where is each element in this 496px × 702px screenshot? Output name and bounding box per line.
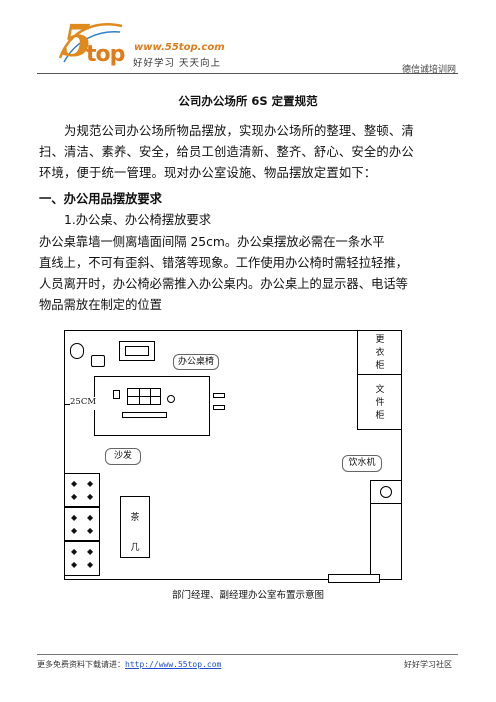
logo-url: www.55top.com [134, 42, 225, 53]
sofa-seat-1: ◆◆ ◆◆ [64, 473, 100, 507]
intro-paragraph: 为规范公司办公场所物品摆放，实现办公场所的整理、整顿、清 扫、清洁、素养、安全，… [39, 121, 451, 184]
file-cabinet-label: 文件柜 [375, 385, 385, 421]
right-wall-strip [370, 504, 371, 574]
desk-rules-paragraph: 办公桌靠墙一侧离墙面间隔 25cm。办公桌摆放必需在一条水平 直线上，不可有歪斜… [39, 232, 453, 316]
figure-caption: 部门经理、副经理办公室布置示意图 [171, 590, 324, 601]
desk-drawer [122, 412, 167, 418]
footer-link[interactable]: http://www.55top.com [125, 660, 222, 669]
keyboard [127, 388, 161, 405]
pen-holder [113, 390, 120, 399]
distance-label: 25CM [70, 397, 96, 410]
sofa-callout: 沙发 [105, 448, 141, 465]
telephone [91, 355, 105, 367]
desk-rules-line-1: 办公桌靠墙一侧离墙面间隔 25cm。办公桌摆放必需在一条水平 [39, 235, 385, 249]
mouse [167, 395, 175, 403]
water-dispenser-callout: 饮水机 [342, 455, 382, 472]
page-title: 公司办公场所 6S 定置规范 [178, 94, 318, 108]
desk-rules-line-2: 直线上，不可有歪斜、错落等现象。工作使用办公椅时需轻拉轻推， [39, 256, 408, 270]
desk-rules-line-3: 人员离开时，办公椅必需推入办公桌内。办公桌上的显示器、电话等 [39, 277, 408, 291]
chair-marker-2 [213, 405, 225, 410]
logo-top-text: top [86, 42, 125, 67]
monitor [119, 341, 155, 361]
door [328, 574, 380, 583]
office-desk [94, 376, 210, 436]
logo-top: top [86, 42, 125, 67]
logo-five: 5 [62, 16, 93, 67]
office-floor-plan: 更衣柜 文件柜 办公桌椅 25CM 沙发 饮水机 [64, 330, 402, 583]
footer-download: 更多免费资料下载请进：http://www.55top.com [37, 659, 221, 670]
tea-table: 茶几 [120, 496, 150, 558]
footer-download-prefix: 更多免费资料下载请进： [37, 660, 125, 669]
intro-line-3: 环境，便于统一管理。现对办公室设施、物品摆放定置如下： [39, 166, 377, 180]
sofa-seat-3: ◆◆ ◆◆ [64, 541, 100, 576]
footer-community: 好好学习社区 [404, 660, 452, 669]
section-heading-1: 一、办公用品摆放要求 [39, 192, 162, 206]
water-dispenser-bucket [380, 486, 392, 498]
footer-divider [37, 654, 458, 655]
wardrobe: 更衣柜 [357, 330, 402, 375]
intro-line-1: 为规范公司办公场所物品摆放，实现办公场所的整理、整顿、清 [64, 124, 414, 138]
intro-line-2: 扫、清洁、素养、安全，给员工创造清新、整齐、舒心、安全的办公 [39, 145, 414, 159]
tea-table-label: 茶几 [130, 513, 140, 553]
logo-swoosh-icon [58, 23, 123, 63]
file-cabinet: 文件柜 [357, 374, 402, 430]
chair-marker-1 [213, 393, 225, 398]
monitor-screen [125, 346, 149, 356]
header-site-name: 德信诚培训网 [402, 65, 457, 75]
plant-pot [70, 343, 84, 359]
desk-rules-line-4: 物品需放在制定的位置 [39, 298, 162, 312]
water-dispenser [370, 480, 402, 504]
subsection-heading-1-1: 1.办公桌、办公椅摆放要求 [64, 213, 211, 227]
sofa-seat-2: ◆◆ ◆◆ [64, 507, 100, 541]
wardrobe-label: 更衣柜 [375, 335, 385, 371]
header-divider [37, 73, 458, 74]
logo-slogan: 好好学习 天天向上 [133, 58, 222, 69]
desk-chair-callout: 办公桌椅 [173, 354, 219, 370]
